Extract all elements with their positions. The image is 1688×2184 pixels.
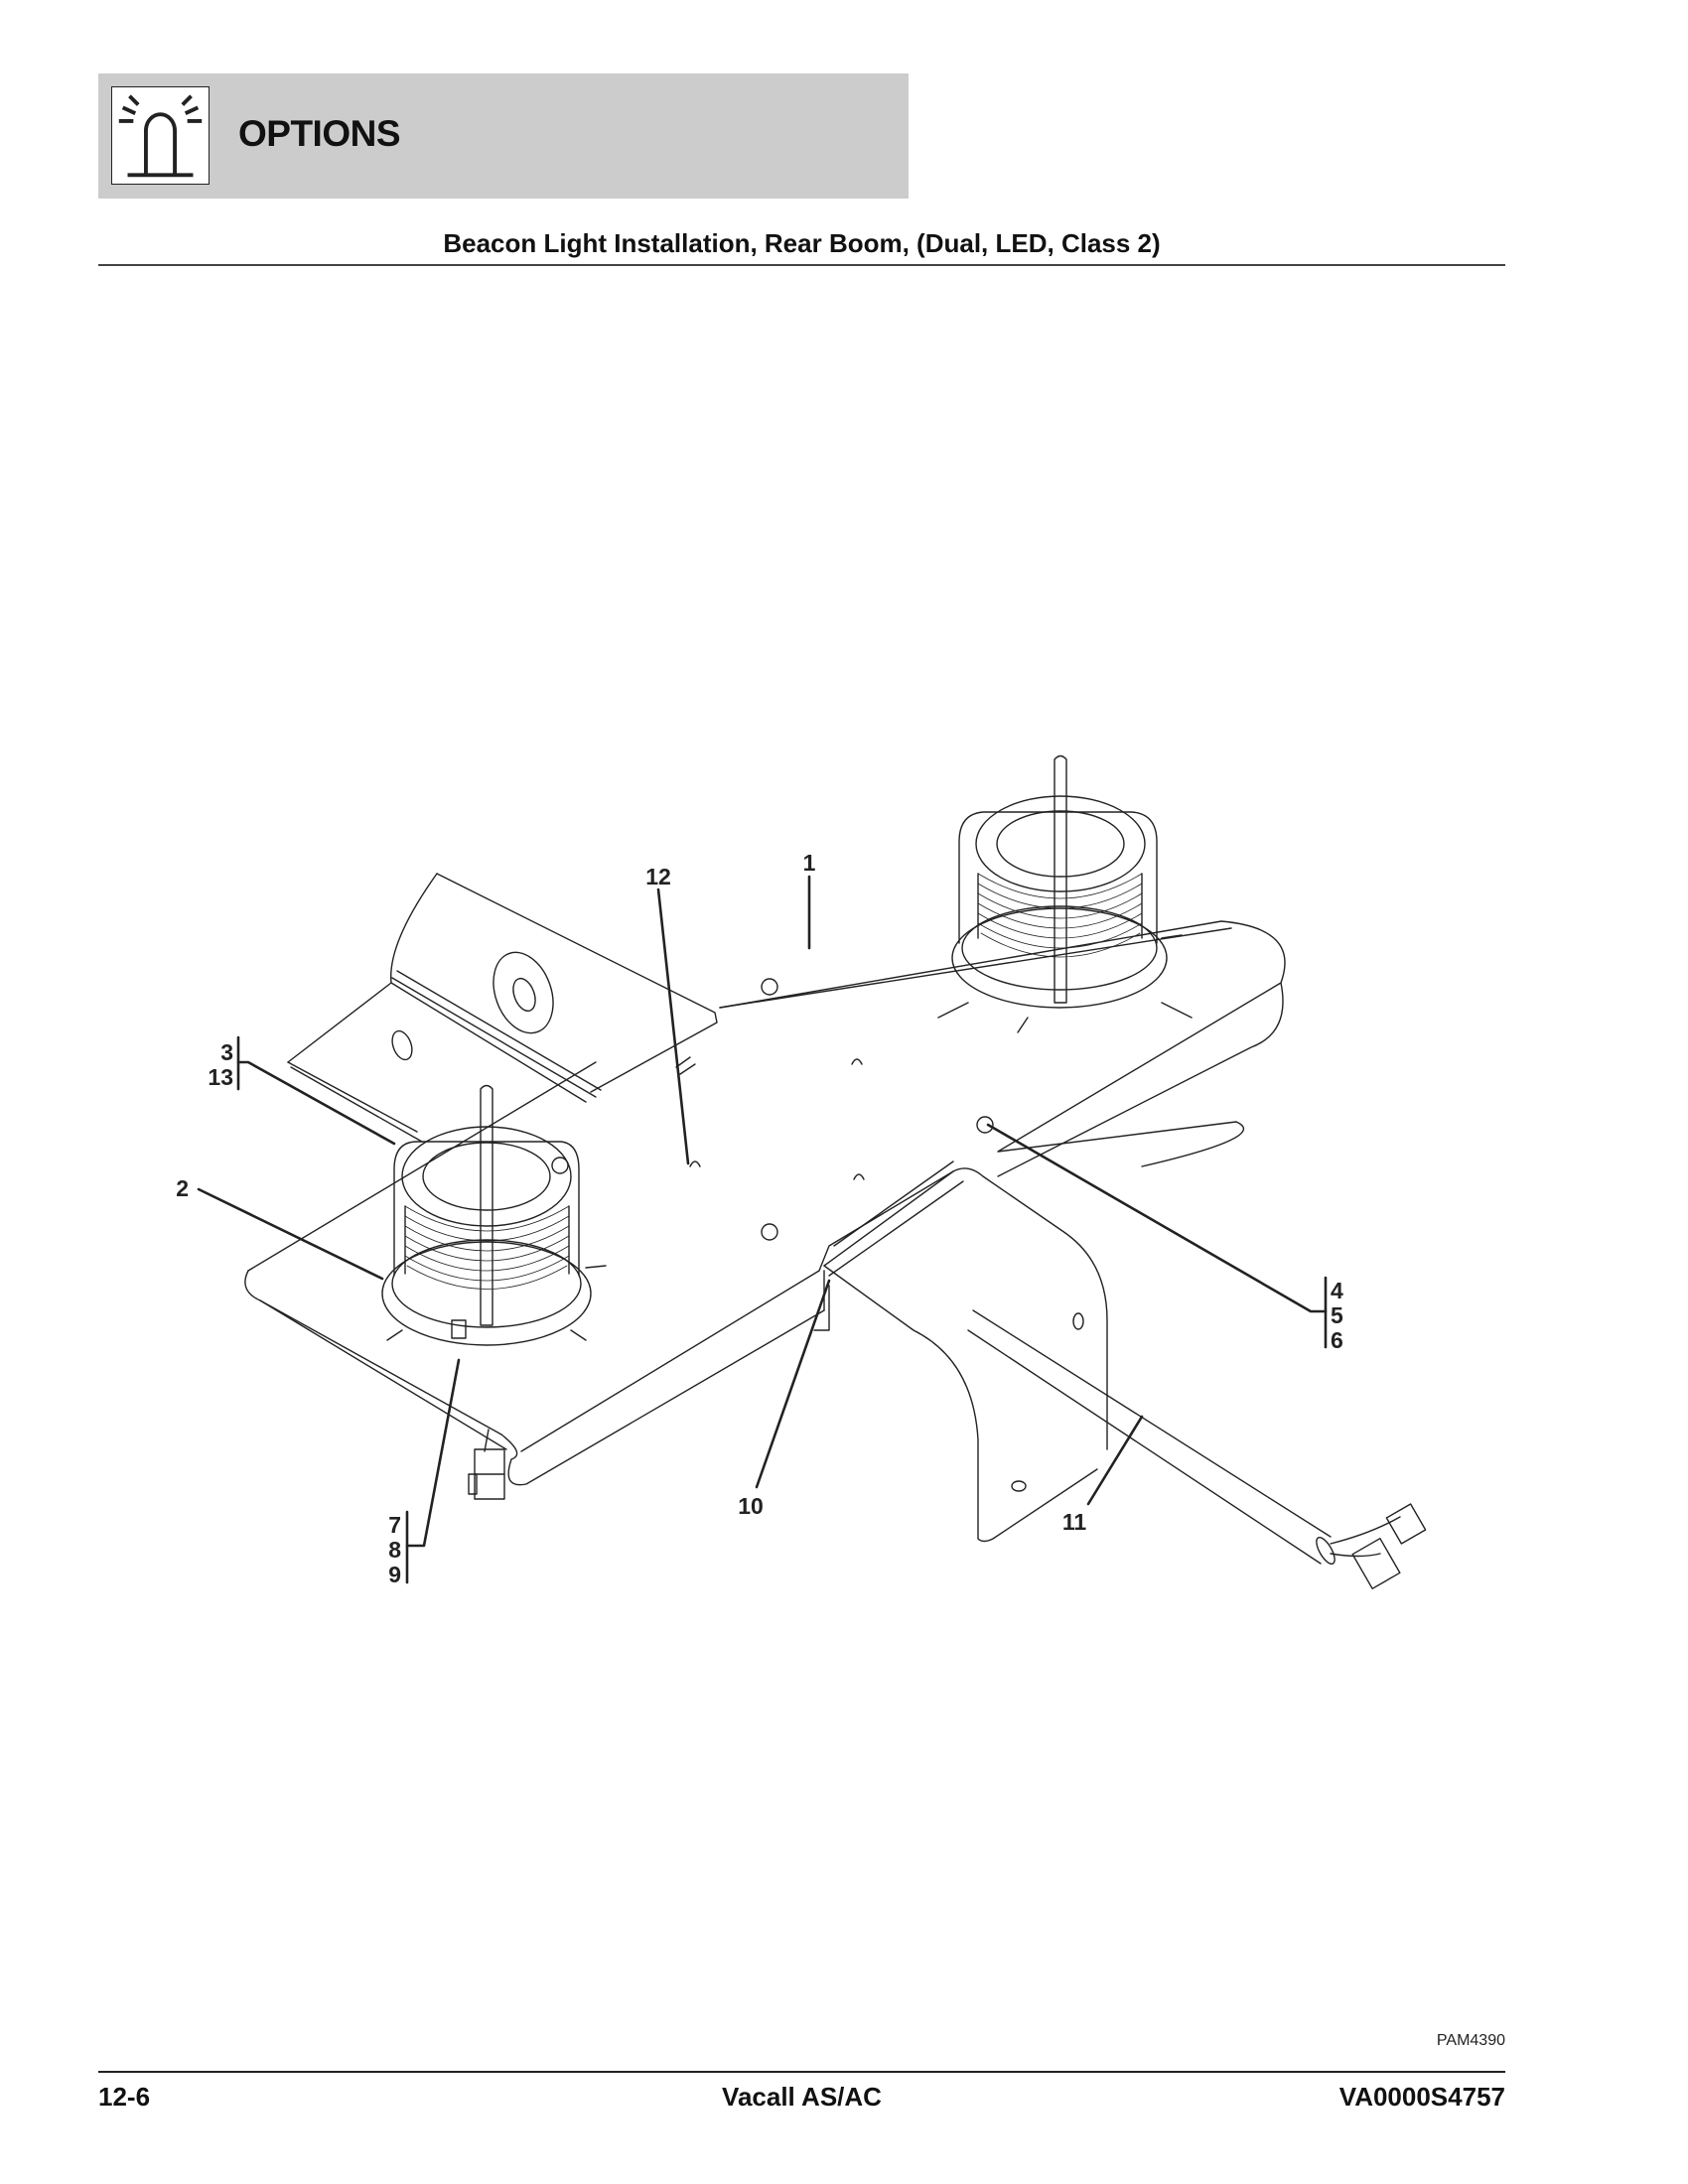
callout-9: 9: [388, 1562, 401, 1587]
cable-harness: [967, 1309, 1427, 1590]
beacon-light-icon: [111, 86, 210, 185]
callout-labels: 1 12 3 13 2 4 5 6 7 8 9 10 11: [176, 850, 1343, 1587]
leader-lines: [197, 875, 1328, 1584]
figure-id: PAM4390: [1436, 2032, 1505, 2049]
callout-2: 2: [176, 1175, 189, 1201]
connector-left: [468, 1429, 505, 1500]
callout-5: 5: [1331, 1302, 1343, 1328]
callout-8: 8: [388, 1537, 401, 1563]
figure-title: Beacon Light Installation, Rear Boom, (D…: [443, 228, 1161, 258]
model-name: Vacall AS/AC: [722, 2082, 882, 2112]
callout-6: 6: [1331, 1327, 1343, 1353]
callout-3: 3: [220, 1039, 233, 1065]
callout-10: 10: [738, 1493, 764, 1519]
tube-bracket: [813, 1167, 1108, 1543]
mounting-plate: [244, 920, 1286, 1486]
callout-13: 13: [208, 1064, 233, 1090]
callout-11: 11: [1062, 1509, 1087, 1535]
page-number: 12-6: [98, 2082, 151, 2112]
beacon-light-icon-graphic: [118, 94, 203, 178]
callout-7: 7: [388, 1512, 401, 1538]
callout-12: 12: [645, 864, 671, 889]
document-id: VA0000S4757: [1338, 2082, 1505, 2112]
footer-divider: [98, 2071, 1505, 2073]
boom-bracket: [287, 873, 718, 1143]
hardware: [551, 978, 994, 1241]
beacon-light-right: [937, 754, 1193, 1033]
callout-1: 1: [803, 850, 816, 876]
header-divider: [98, 264, 1505, 266]
section-header: OPTIONS: [98, 73, 909, 199]
beacon-light-left: [381, 1084, 607, 1346]
callout-4: 4: [1331, 1278, 1343, 1303]
section-title: OPTIONS: [238, 113, 401, 154]
